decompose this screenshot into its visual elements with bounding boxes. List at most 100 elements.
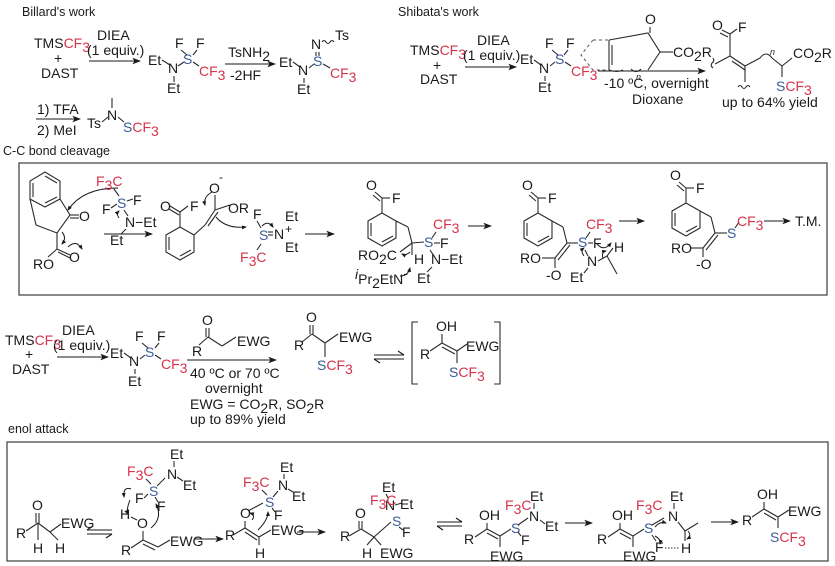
svg-text:O: O xyxy=(366,177,377,193)
svg-text:R: R xyxy=(597,531,607,547)
svg-text:S: S xyxy=(259,227,268,243)
svg-text:O: O xyxy=(355,505,366,521)
svg-text:RO2C: RO2C xyxy=(358,247,397,267)
svg-text:(1 equiv.): (1 equiv.) xyxy=(53,337,110,353)
svg-text:Ts: Ts xyxy=(335,27,349,43)
svg-text:Et: Et xyxy=(530,488,543,504)
svg-text:SCF3: SCF3 xyxy=(776,78,812,98)
svg-text:DIEA: DIEA xyxy=(477,32,510,48)
svg-text:O: O xyxy=(137,515,148,531)
svg-text:40 ºC or 70 ºC: 40 ºC or 70 ºC xyxy=(190,365,280,381)
svg-text:F: F xyxy=(593,235,602,251)
svg-text:OH: OH xyxy=(612,507,633,523)
svg-text:+: + xyxy=(54,50,62,66)
svg-text:F3C: F3C xyxy=(127,463,153,483)
svg-text:Et: Et xyxy=(128,373,141,389)
tautomer-equilibrium-arrow xyxy=(373,350,405,364)
svg-text:R: R xyxy=(340,528,350,544)
svg-text:R: R xyxy=(464,531,474,547)
svg-text:F: F xyxy=(402,524,411,540)
svg-text:N: N xyxy=(129,353,139,369)
billard-arrow-3: 1) TFA 2) MeI xyxy=(36,101,82,138)
svg-text:Et: Et xyxy=(417,270,430,286)
svg-text:O: O xyxy=(160,198,171,214)
svg-text:Et: Et xyxy=(382,479,395,495)
alpha-scf3-ketone-product: O R EWG SCF3 xyxy=(294,309,372,377)
svg-text:R: R xyxy=(192,343,202,359)
svg-text:R: R xyxy=(294,337,304,353)
enol-attack-box xyxy=(6,441,829,562)
svg-text:OH: OH xyxy=(757,486,778,502)
svg-text:EWG = CO2R, SO2R: EWG = CO2R, SO2R xyxy=(190,396,324,416)
svg-text:N: N xyxy=(274,226,284,242)
svg-text:N: N xyxy=(167,466,177,482)
svg-text:S: S xyxy=(555,51,564,67)
svg-text:RO: RO xyxy=(33,256,54,272)
svg-text:S: S xyxy=(265,494,274,510)
enol-tautomer-bracketed: OH R EWG SCF3 xyxy=(411,318,501,385)
svg-text:F: F xyxy=(566,35,575,51)
svg-text:F: F xyxy=(274,507,283,523)
svg-text:O: O xyxy=(645,11,656,27)
svg-text:O: O xyxy=(306,309,317,325)
svg-text:up to 89% yield: up to 89% yield xyxy=(190,411,286,427)
svg-text:N: N xyxy=(278,477,288,493)
c-sulfurane-adduct: Et N Et F3C S F O R H EWG xyxy=(340,479,413,561)
svg-text:F: F xyxy=(102,201,111,217)
svg-text:DIEA: DIEA xyxy=(62,322,95,338)
svg-text:N: N xyxy=(539,60,549,76)
svg-text:1) TFA: 1) TFA xyxy=(37,101,79,117)
sulf-arrow-1: DIEA (1 equiv.) xyxy=(53,322,110,361)
sulfurane-reagent-1: Et N Et S F F CF3 xyxy=(148,35,226,96)
svg-text:O: O xyxy=(670,167,681,183)
svg-text:F3C: F3C xyxy=(240,249,266,269)
svg-text:F3C: F3C xyxy=(505,497,531,517)
svg-text:H: H xyxy=(681,540,691,556)
svg-text:O: O xyxy=(522,177,533,193)
svg-text:Et: Et xyxy=(545,518,558,534)
keto-ewg-substrate: O R H H EWG xyxy=(16,497,94,556)
svg-text:F: F xyxy=(440,235,449,251)
svg-text:EWG: EWG xyxy=(271,522,304,538)
svg-text:iPr2EtN-: iPr2EtN- xyxy=(355,265,408,291)
svg-text:S: S xyxy=(145,344,154,360)
section-title-billard: Billard's work xyxy=(22,5,96,19)
svg-text:Et: Et xyxy=(670,488,683,504)
svg-text:SCF3: SCF3 xyxy=(317,357,353,377)
svg-text:CF3: CF3 xyxy=(586,216,613,236)
svg-text:CO2R: CO2R xyxy=(793,45,832,65)
svg-text:N−Et: N−Et xyxy=(431,251,463,267)
svg-text:TMSCF3: TMSCF3 xyxy=(410,42,466,62)
svg-text:S: S xyxy=(727,225,736,241)
shibata-arrow-2: -10 ºC, overnight Dioxane xyxy=(598,67,709,107)
svg-text:EWG: EWG xyxy=(623,548,656,564)
svg-text:F: F xyxy=(190,198,199,214)
svg-text:+: + xyxy=(25,346,33,362)
svg-text:RO: RO xyxy=(520,250,541,266)
sulfurane-reagent-3: Et N Et S F F CF3 xyxy=(110,328,188,389)
svg-text:N: N xyxy=(311,36,321,52)
svg-text:O: O xyxy=(79,208,90,224)
svg-text:Et: Et xyxy=(520,51,533,67)
oxysulfurane-intermediate: Et N Et F3C S F O R EWG H xyxy=(225,459,305,561)
svg-text:RO: RO xyxy=(671,240,692,256)
svg-text:N−Et: N−Et xyxy=(125,214,157,230)
svg-text:DAST: DAST xyxy=(420,71,458,87)
aminosulfonium-ion: F S N + Et Et F3C xyxy=(240,206,298,269)
svg-text:S: S xyxy=(644,520,653,536)
svg-text:F: F xyxy=(157,328,166,344)
svg-text:R: R xyxy=(742,512,752,528)
svg-text:+: + xyxy=(285,222,292,236)
svg-text:Et: Et xyxy=(183,477,196,493)
svg-text:TMSCF3: TMSCF3 xyxy=(5,332,61,352)
svg-text:O: O xyxy=(240,505,251,521)
sulfurane-reagent-2: Et N Et S F F CF3 xyxy=(520,35,598,95)
svg-text:CF3: CF3 xyxy=(330,65,357,85)
enol-equilibrium-arrow-2 xyxy=(436,517,463,531)
svg-text:SCF3: SCF3 xyxy=(123,119,159,139)
svg-text:R: R xyxy=(16,525,26,541)
svg-text:F: F xyxy=(135,490,144,506)
indanone-substrate: O n CO2R xyxy=(580,11,712,82)
svg-text:H: H xyxy=(255,545,265,561)
